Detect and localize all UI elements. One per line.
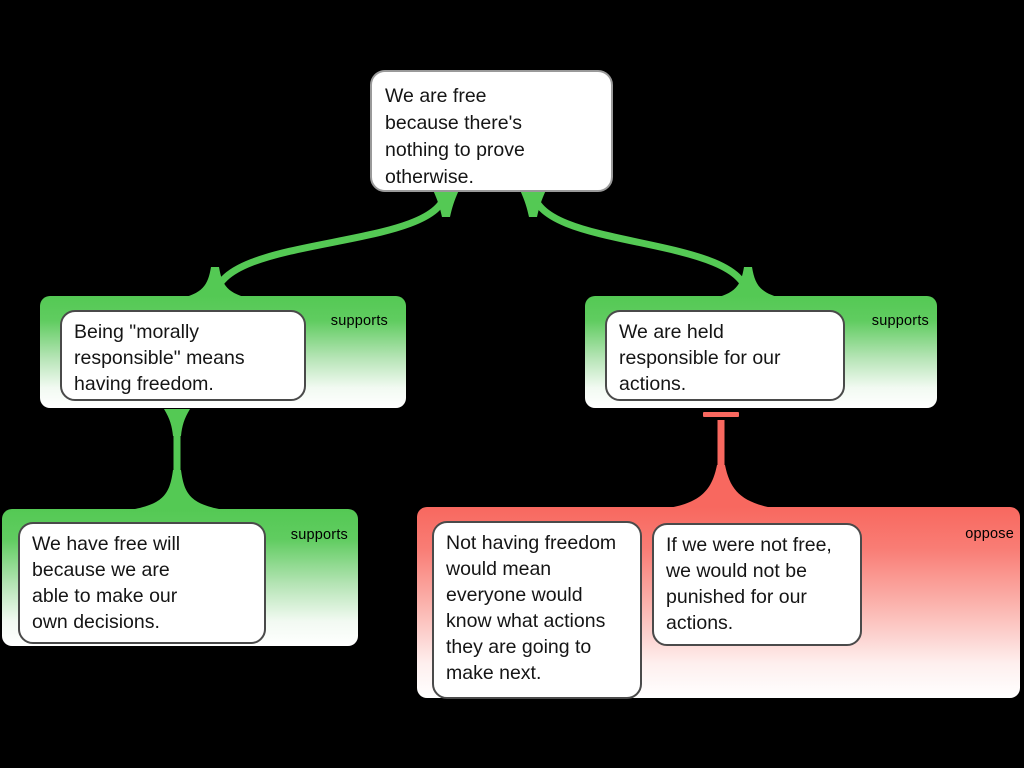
root-claim-node[interactable]: We are free because there's nothing to p… [370, 70, 613, 192]
oppose-claim-node-2[interactable]: If we were not free, we would not be pun… [652, 523, 862, 646]
support-connector-right-curve [529, 189, 752, 300]
oppose-connector-bottom-flare [669, 465, 773, 508]
support-connector-left-curve [211, 189, 450, 300]
support-group-left-label: supports [330, 313, 388, 329]
support-connector-left-bottom-flare [177, 267, 253, 299]
oppose-group-label: oppose [965, 526, 1014, 542]
support-connector-vertical-bottom-flare [135, 470, 219, 509]
oppose-connector-bar [703, 412, 739, 417]
support-group-bottom-label: supports [290, 527, 348, 543]
support-group-right-label: supports [871, 313, 929, 329]
support-connector-right-bottom-flare [710, 267, 786, 299]
support-connector-left-top-flare [433, 190, 459, 217]
support-right-claim-node[interactable]: We are held responsible for our actions. [605, 310, 845, 401]
support-connector-vertical-top-flare [164, 409, 190, 436]
support-bottom-claim-node[interactable]: We have free will because we are able to… [18, 522, 266, 644]
oppose-claim-node-1[interactable]: Not having freedom would mean everyone w… [432, 521, 642, 699]
support-connector-right-top-flare [520, 190, 546, 217]
support-left-claim-node[interactable]: Being "morally responsible" means having… [60, 310, 306, 401]
